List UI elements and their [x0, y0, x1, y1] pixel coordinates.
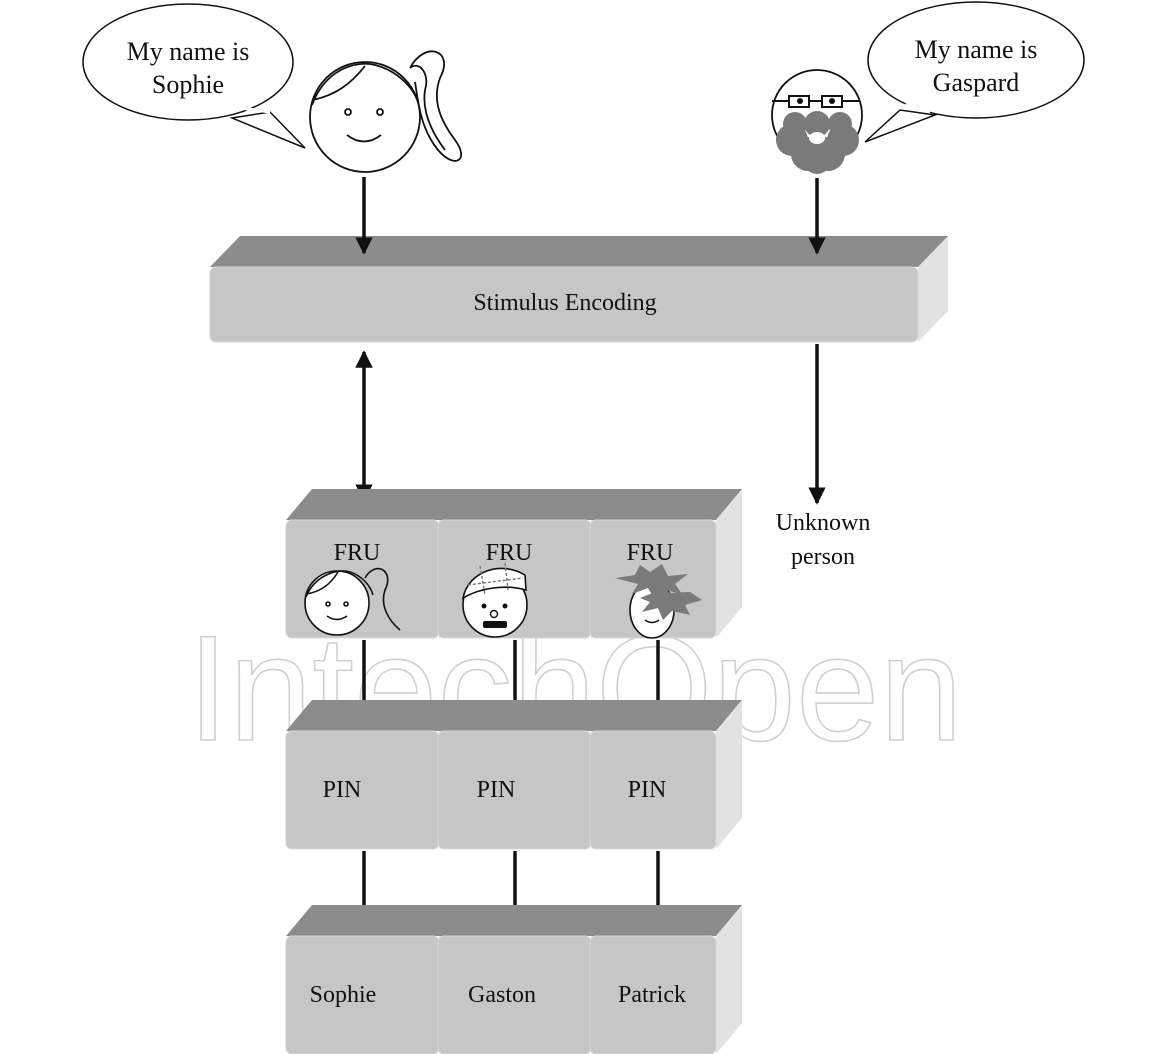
- name-box-gaston: Gaston: [437, 905, 617, 1054]
- gaspard-face-icon: [771, 69, 863, 174]
- name-label-gaston: Gaston: [468, 982, 536, 1008]
- fru-label-3: FRU: [627, 540, 674, 566]
- fru-sophie-face-icon: [304, 567, 401, 636]
- pin-label-2: PIN: [477, 777, 516, 803]
- bubble-sophie-line2: Sophie: [152, 70, 224, 99]
- bubble-sophie-line1: My name is: [127, 37, 250, 66]
- fru-patrick-face-icon: [615, 564, 702, 639]
- fru-gaston-face-icon: [461, 562, 528, 638]
- pin-label-1: PIN: [323, 777, 362, 803]
- stimulus-encoding-label: Stimulus Encoding: [473, 290, 656, 316]
- name-label-patrick: Patrick: [618, 982, 686, 1008]
- speech-bubble-sophie: My name is Sophie: [82, 3, 306, 149]
- pin-box-3: PIN: [589, 700, 742, 850]
- stimulus-encoding-box: Stimulus Encoding: [209, 236, 948, 343]
- fru-label-1: FRU: [334, 540, 381, 566]
- bubble-gaspard-line1: My name is: [915, 35, 1038, 64]
- unknown-person-line2: person: [791, 544, 855, 570]
- fru-label-2: FRU: [486, 540, 533, 566]
- name-box-patrick: Patrick: [589, 905, 742, 1054]
- name-label-sophie: Sophie: [310, 982, 377, 1008]
- pin-label-3: PIN: [628, 777, 667, 803]
- unknown-person-line1: Unknown: [776, 510, 871, 536]
- bubble-gaspard-line2: Gaspard: [933, 68, 1020, 97]
- fru-box-patrick: FRU: [589, 489, 742, 639]
- speech-bubble-gaspard: My name is Gaspard: [864, 1, 1085, 143]
- sophie-face-icon: [309, 50, 462, 173]
